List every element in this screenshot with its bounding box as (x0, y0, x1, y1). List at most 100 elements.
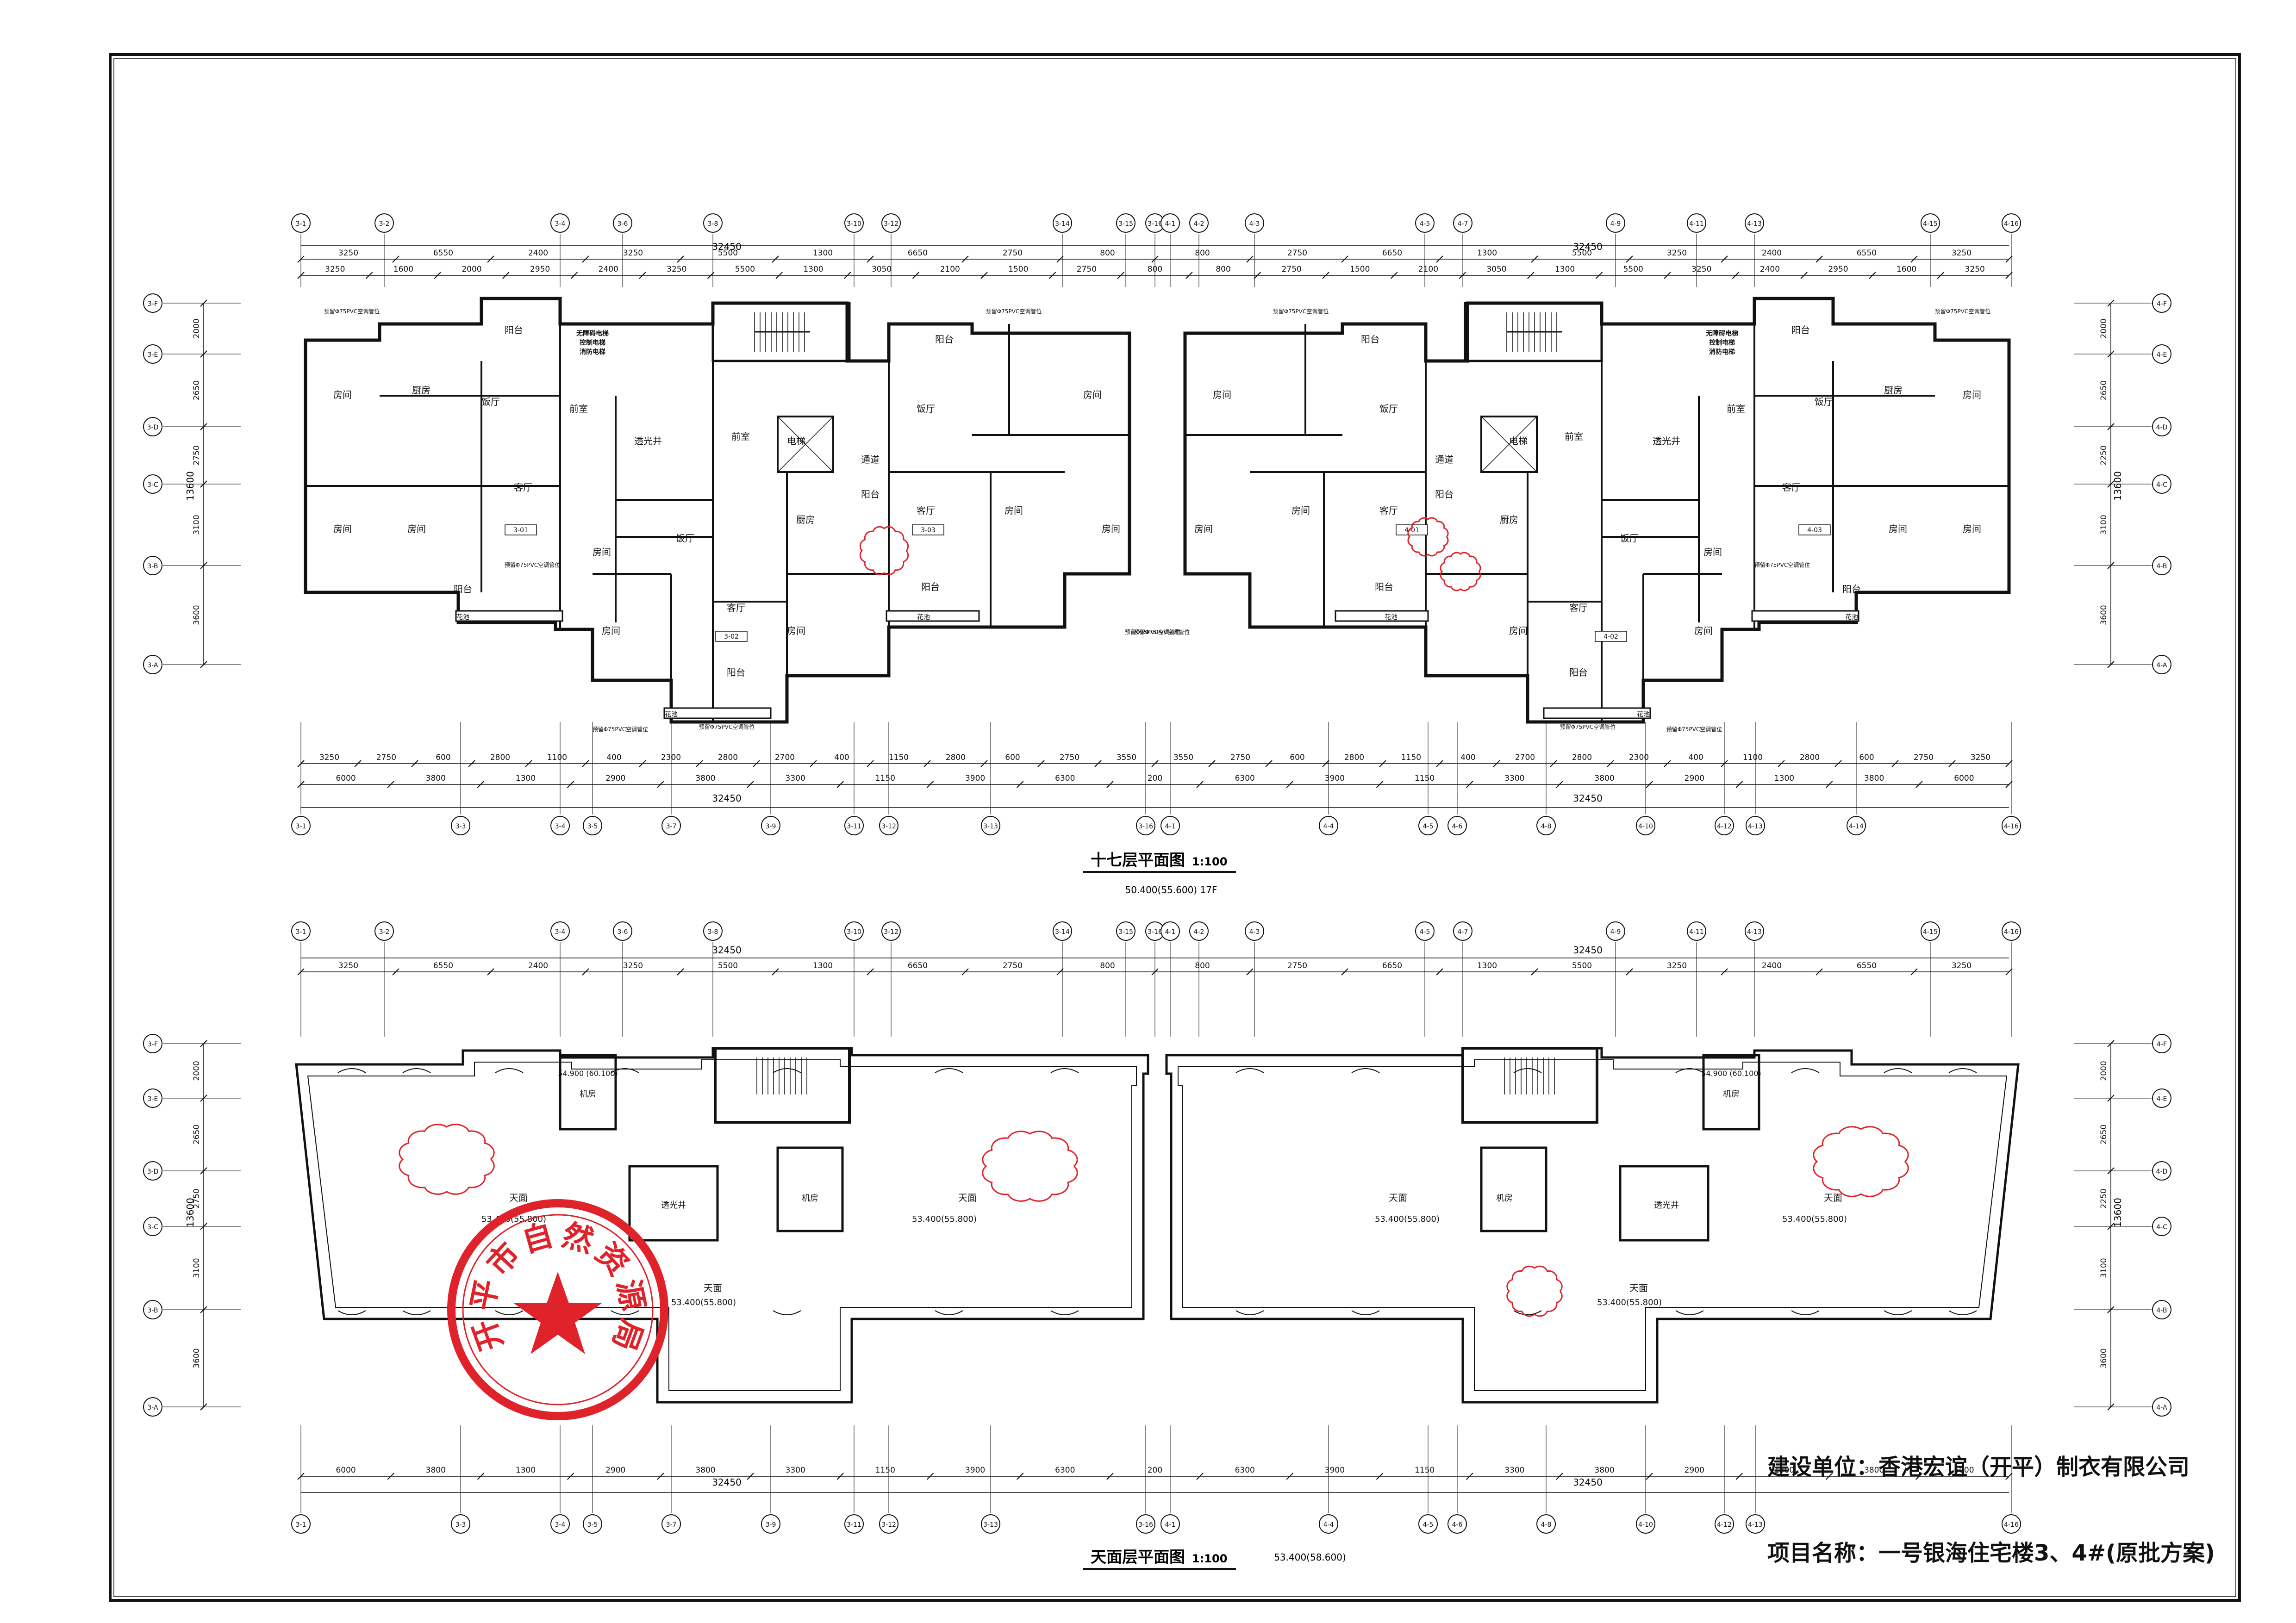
dimension-tick (1322, 760, 1329, 767)
room-label: 房间 (333, 389, 352, 400)
room-label: 饭厅 (1815, 396, 1833, 407)
dimension-tick (200, 299, 207, 307)
axis-bubble-label: 3-1 (296, 220, 306, 228)
axis-bubble-label: 3-B (147, 1307, 158, 1314)
axis-bubble: 4-5 (1418, 1514, 1438, 1534)
dimension-tick (365, 272, 373, 279)
dimension-tick (1816, 968, 1823, 976)
axis-bubble: 4-3 (1245, 213, 1264, 233)
dimension-value: 2400 (1760, 265, 1780, 274)
parapet-detail (337, 1310, 366, 1315)
axis-bubble-circle (1715, 1514, 1734, 1534)
axis-bubble-label: 4-3 (1249, 220, 1260, 228)
dimension-tick (1664, 760, 1671, 767)
room-label: 客厅 (917, 505, 935, 516)
planter-box (1751, 610, 1859, 622)
axis-bubble-circle (550, 213, 570, 233)
roof-machine-room-box (776, 1146, 844, 1232)
axis-bubble: 4-5 (1415, 213, 1435, 233)
dimension-tick (1493, 760, 1500, 767)
dimension-value: 2750 (1287, 249, 1307, 258)
axis-bubble-label: 3-8 (708, 928, 718, 936)
dimension-value: 2000 (462, 265, 481, 274)
parapet-detail (1513, 1068, 1542, 1073)
axis-bubble-circle (844, 816, 864, 835)
machine-room-level: 54.900 (60.100) (1701, 1069, 1761, 1078)
axis-bubble-label: 4-16 (2004, 928, 2019, 936)
axis-bubble-label: 3-3 (455, 1521, 466, 1529)
planter-box (455, 610, 563, 622)
pipe-note: 预留Φ75PVC空调管位 (324, 308, 380, 315)
dimension-value: 6300 (1235, 774, 1255, 783)
roof-label: 天面 (509, 1192, 528, 1203)
axis-bubble-label: 4-F (2157, 1041, 2167, 1048)
pipe-note: 预留Φ75PVC空调管位 (699, 723, 755, 730)
dimension-tick (200, 1403, 207, 1411)
planter-label: 花池 (1385, 614, 1398, 621)
axis-bubble-circle (1746, 1514, 1765, 1534)
parapet-detail (1948, 1068, 1977, 1073)
axis-bubble-circle (1536, 816, 1556, 835)
dimension-tick (1246, 255, 1254, 263)
axis-bubble: 4-16 (2002, 213, 2021, 233)
axis-bubble-label: 4-5 (1420, 220, 1430, 228)
dimension-value: 2700 (1515, 753, 1535, 762)
dimension-tick (1556, 781, 1563, 788)
dimension-tick (1056, 968, 1064, 976)
axis-bubble: 4-4 (1319, 816, 1338, 835)
revision-cloud (1407, 517, 1449, 557)
axis-bubble: 3-16 (1136, 1514, 1155, 1534)
lower-overall-dim-bottom: 32450 (712, 1477, 742, 1488)
dimension-value: 2900 (1685, 774, 1704, 783)
dimension-value: 3300 (786, 1466, 805, 1475)
dimension-tick (200, 480, 207, 488)
dimension-tick (2107, 1040, 2115, 1047)
axis-bubble: 4-9 (1606, 213, 1625, 233)
parapet-detail (1351, 1068, 1380, 1073)
dimension-value: 5500 (1572, 249, 1592, 258)
parapet-detail (1675, 1068, 1704, 1073)
machine-room-label: 机房 (1496, 1194, 1513, 1203)
axis-bubble: 3-15 (1116, 213, 1136, 233)
dimension-tick (1341, 255, 1348, 263)
dimension-value: 2750 (1282, 265, 1302, 274)
room-label: 阳台 (727, 667, 745, 678)
dimension-tick (1016, 1473, 1024, 1480)
dimension-tick (502, 272, 510, 279)
axis-bubble-circle (550, 1514, 570, 1534)
dimension-tick (582, 760, 589, 767)
axis-bubble: 3-12 (881, 921, 901, 941)
axis-bubble: 3-1 (291, 921, 311, 941)
lower-left-axis-bubbles: 3-F3-E3-D3-C3-B3-A (143, 1034, 241, 1417)
axis-bubble-label: 3-A (147, 662, 158, 669)
parapet-detail (495, 1068, 524, 1073)
axis-bubble-circle (291, 213, 311, 233)
axis-bubble-label: 3-16 (1148, 928, 1162, 936)
dimension-tick (570, 272, 578, 279)
dimension-value: 3100 (2099, 1258, 2109, 1278)
dimension-tick (912, 272, 920, 279)
lower-plan-title: 天面层平面图 (1091, 1548, 1185, 1567)
axis-bubble-circle (291, 1514, 311, 1534)
dimension-value: 3250 (1667, 249, 1687, 258)
dimension-tick (1721, 255, 1728, 263)
roof-label: 天面 (1389, 1192, 1407, 1203)
dimension-value: 1300 (516, 774, 536, 783)
building-outline-west (304, 297, 1131, 724)
axis-bubble: 4-5 (1418, 816, 1438, 835)
axis-bubble: 3-2 (374, 921, 394, 941)
axis-bubble-circle (550, 816, 570, 835)
dimension-tick (487, 968, 494, 976)
axis-bubble-label: 4-14 (1849, 823, 1864, 830)
dimension-value: 2100 (1418, 265, 1438, 274)
elevator-cross (777, 416, 834, 473)
axis-bubble-label: 4-9 (1610, 928, 1621, 936)
room-label: 房间 (1703, 547, 1722, 558)
axis-bubble-circle (2152, 1088, 2171, 1108)
axis-bubble: 3-B (143, 1300, 162, 1319)
dimension-value: 3800 (1594, 774, 1614, 783)
parapet-detail (1513, 1310, 1542, 1315)
dimension-tick (1016, 781, 1024, 788)
axis-bubble-circle (143, 344, 162, 364)
